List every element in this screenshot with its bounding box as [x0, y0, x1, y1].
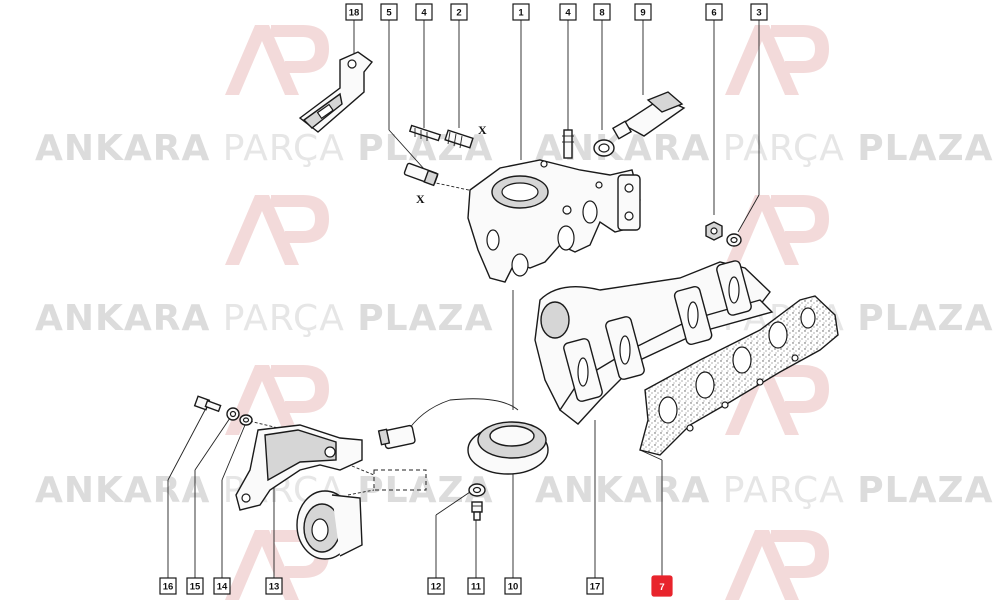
callout-8[interactable]: 8	[593, 3, 611, 21]
callout-13[interactable]: 13	[265, 577, 283, 595]
svg-text:10: 10	[508, 582, 519, 593]
svg-text:16: 16	[163, 582, 174, 593]
exhaust-manifold-part-17	[534, 260, 774, 425]
watermark-text-row: ANKARA PARÇA PLAZA ANKARA PARÇA PLAZA	[35, 128, 992, 169]
callout-16[interactable]: 16	[159, 577, 177, 595]
callout-2[interactable]: 2	[450, 3, 468, 21]
watermark-logo	[225, 365, 329, 435]
callout-15[interactable]: 15	[186, 577, 204, 595]
bolt-part-11	[471, 501, 483, 521]
callout-5[interactable]: 5	[380, 3, 398, 21]
svg-text:8: 8	[599, 8, 604, 19]
watermark-logo	[225, 25, 329, 95]
watermark-logo	[725, 530, 829, 600]
svg-text:13: 13	[269, 582, 280, 593]
sensor-part-9	[611, 91, 686, 140]
svg-text:4: 4	[421, 8, 427, 19]
x-mark: X	[416, 192, 425, 206]
watermark-logo	[725, 25, 829, 95]
callout-18[interactable]: 18	[345, 3, 363, 21]
dashed-region-box	[373, 469, 427, 491]
watermark-layer: ANKARA PARÇA PLAZA ANKARA PARÇA PLAZA AN…	[35, 25, 993, 600]
svg-text:6: 6	[711, 8, 716, 19]
washer-part-15	[226, 407, 240, 421]
svg-text:12: 12	[431, 582, 442, 593]
callout-4[interactable]: 4	[415, 3, 433, 21]
manifold-housing-part-1	[467, 159, 641, 283]
adapter-part-5	[403, 162, 439, 187]
callout-7-highlighted[interactable]: 7	[651, 575, 673, 597]
bracket-part-18	[298, 51, 374, 133]
stud-part-4	[562, 129, 574, 159]
callout-17[interactable]: 17	[586, 577, 604, 595]
svg-text:17: 17	[590, 582, 601, 593]
connector-plug	[377, 424, 416, 450]
svg-text:18: 18	[349, 8, 360, 19]
watermark-text-row: ANKARA PARÇA PLAZA ANKARA PARÇA PLAZA	[35, 470, 993, 511]
callout-3[interactable]: 3	[750, 3, 768, 21]
svg-text:1: 1	[518, 8, 524, 19]
shield-part-10	[404, 398, 549, 475]
callout-10[interactable]: 10	[504, 577, 522, 595]
stud-part-2	[444, 129, 474, 149]
callout-14[interactable]: 14	[213, 577, 231, 595]
gasket-part-7	[639, 295, 839, 456]
svg-text:11: 11	[471, 582, 482, 593]
callout-1[interactable]: 1	[512, 3, 530, 21]
callout-6[interactable]: 6	[705, 3, 723, 21]
callout-12[interactable]: 12	[427, 577, 445, 595]
nut-part-6	[705, 221, 723, 241]
svg-text:5: 5	[386, 8, 392, 19]
turbo-wheel	[296, 490, 363, 560]
washer-part-8	[593, 139, 615, 157]
support-bracket-part-13	[235, 424, 363, 511]
svg-text:14: 14	[217, 582, 228, 593]
svg-text:2: 2	[456, 8, 461, 19]
svg-text:ANKARA PARÇA PLAZA: ANKARA PARÇA PLAZA	[535, 470, 993, 511]
watermark-logo	[225, 195, 329, 265]
bolt-part-16	[193, 395, 222, 413]
watermark-text-row: ANKARA PARÇA PLAZA ANKARA PARÇA PLAZA	[35, 298, 992, 339]
svg-text:7: 7	[659, 582, 664, 593]
svg-text:ANKARA PARÇA PLAZA: ANKARA PARÇA PLAZA	[35, 298, 493, 339]
callout-9[interactable]: 9	[634, 3, 652, 21]
svg-text:15: 15	[190, 582, 201, 593]
watermark-logo	[725, 195, 829, 265]
stud-part-4	[408, 124, 442, 142]
washer-part-14	[239, 414, 253, 426]
svg-text:3: 3	[756, 8, 761, 19]
callout-4[interactable]: 4	[559, 3, 577, 21]
svg-text:9: 9	[640, 8, 645, 19]
washer-part-12	[468, 483, 486, 497]
callout-11[interactable]: 11	[467, 577, 485, 595]
x-mark: X	[478, 123, 487, 137]
svg-text:4: 4	[565, 8, 571, 19]
washer-part-3	[726, 233, 742, 247]
leader-lines	[167, 20, 760, 578]
